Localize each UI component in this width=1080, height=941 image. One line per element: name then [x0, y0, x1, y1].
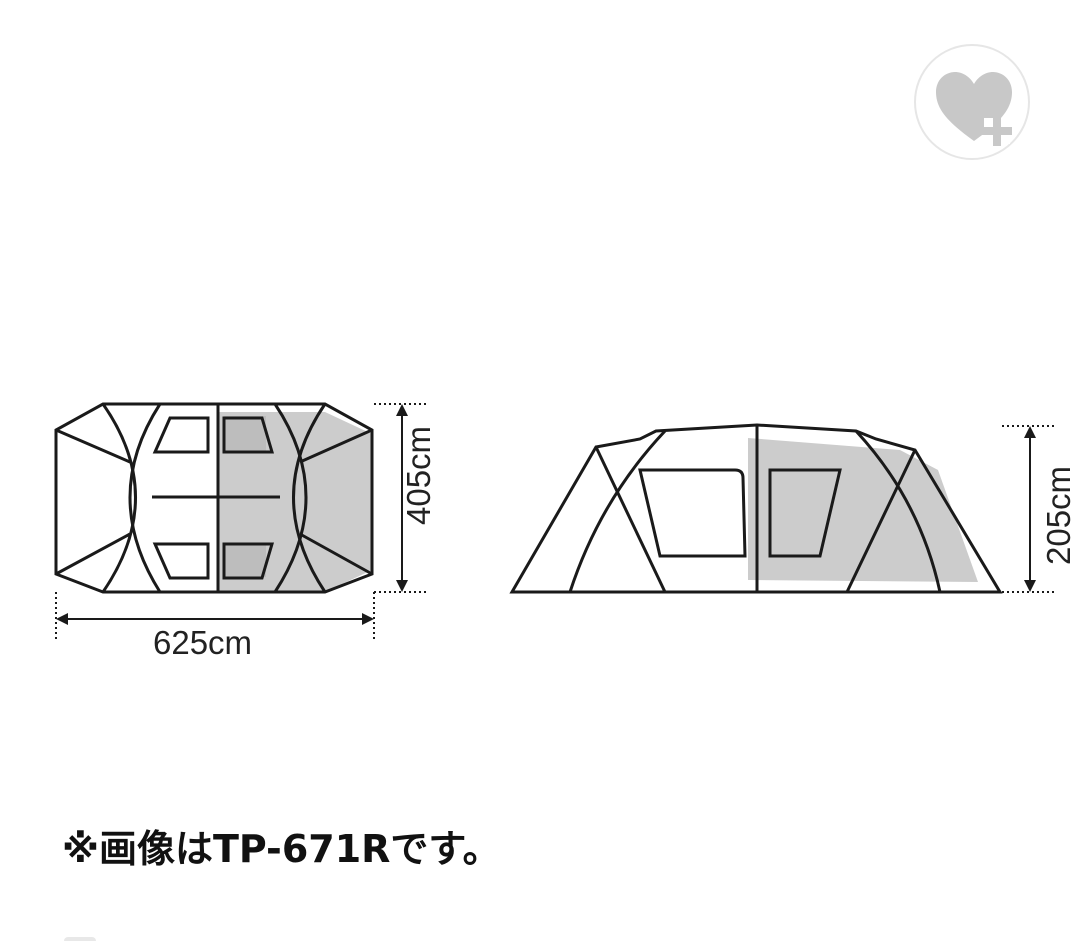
tent-side-view: [509, 423, 1003, 594]
image-note: ※画像はTP-671Rです。: [62, 827, 501, 871]
height-label: 205cm: [1040, 465, 1077, 565]
depth-label: 405cm: [400, 425, 437, 525]
width-label: 625cm: [153, 624, 253, 661]
depth-dimension-arrow: [374, 403, 426, 593]
height-dimension-arrow: [1002, 425, 1056, 593]
partial-element: [64, 937, 96, 941]
favorite-add-button[interactable]: [914, 44, 1030, 160]
tent-top-view: [54, 402, 374, 594]
width-dimension-arrow: [55, 592, 375, 640]
heart-plus-icon: [936, 72, 1012, 146]
